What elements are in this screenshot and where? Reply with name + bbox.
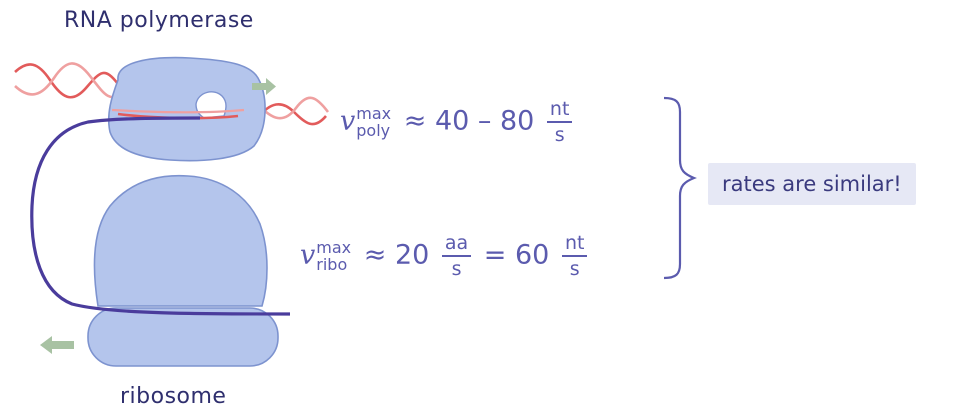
approx-sign: ≈ (403, 105, 427, 137)
approx-sign: ≈ (363, 239, 387, 271)
polymerase-direction-arrow (252, 78, 276, 95)
mrna-strand (30, 116, 291, 316)
velocity-symbol: v (340, 105, 356, 137)
ribosome-rate-aa: 20 (394, 239, 430, 271)
unit-denominator: s (554, 124, 565, 146)
curly-brace (663, 96, 697, 280)
ribosome-rate-nt: 60 (515, 239, 550, 271)
unit-denominator: s (569, 258, 580, 280)
superscript-max: max (316, 238, 352, 257)
subscript-ribo: ribo (316, 255, 348, 274)
velocity-symbol: v (300, 239, 316, 271)
superscript-max: max (356, 104, 392, 123)
rna-polymerase-label: RNA polymerase (64, 8, 254, 33)
subscript-poly: poly (356, 121, 391, 140)
ribosome-large-subunit (93, 174, 268, 307)
rates-similar-callout: rates are similar! (708, 163, 916, 205)
ribosome-small-subunit (87, 307, 279, 367)
ribosome-label: ribosome (120, 384, 227, 409)
unit-numerator: nt (546, 98, 573, 123)
rna-polymerase-shape (107, 56, 266, 162)
ribosome-direction-arrow (40, 336, 74, 354)
unit-numerator: aa (441, 232, 472, 257)
polymerase-rate-range: 40 – 80 (434, 105, 535, 137)
equals-sign: = (483, 239, 507, 271)
unit-numerator: nt (561, 232, 588, 257)
unit-denominator: s (451, 258, 462, 280)
